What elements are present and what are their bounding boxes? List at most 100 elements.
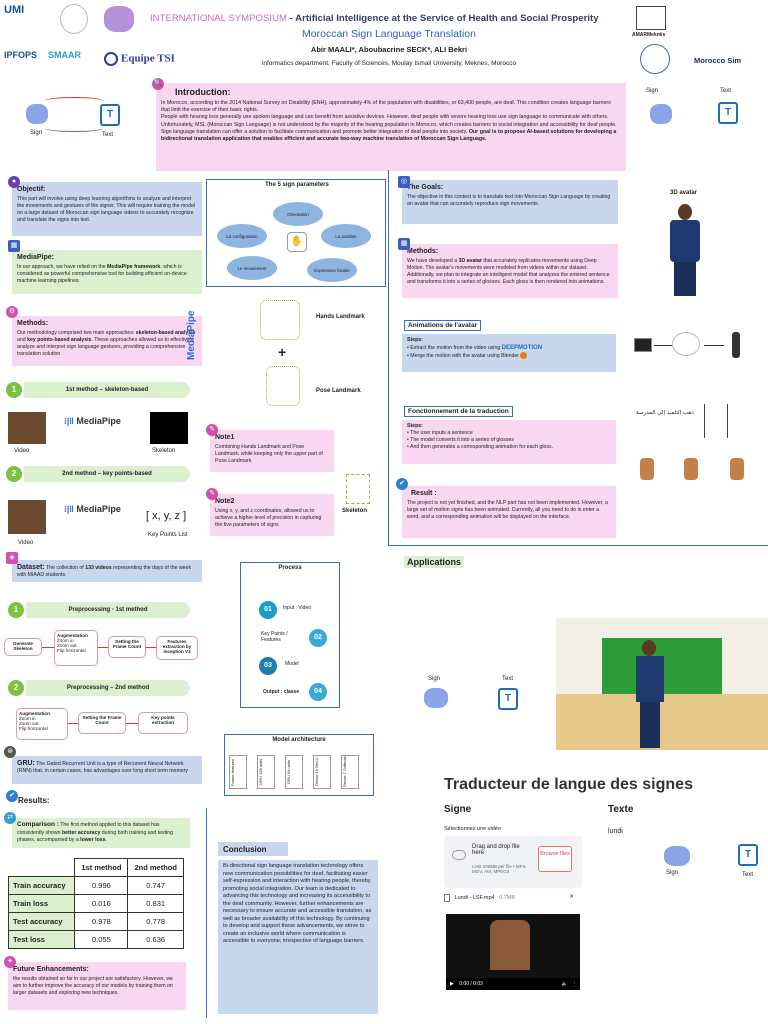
fonctionnement-step-3: • And then generates a corresponding ani… <box>407 444 554 451</box>
method2-label: 2nd method – key points-based <box>24 466 190 482</box>
text-label: Text <box>102 132 114 138</box>
sign-hand-icon-right <box>650 104 672 124</box>
preproc1-label: Preprocessing - 1st method <box>26 602 190 618</box>
preproc1-arrow-1 <box>42 647 54 648</box>
translator-col-text: Texte <box>608 804 634 815</box>
process-step-3-label: Model <box>285 661 299 667</box>
preproc1-arrow-2 <box>98 647 108 648</box>
video-player[interactable]: ▶ 0:00 / 0:03 🔈 ⋮ <box>446 914 580 990</box>
dropzone-label: Drag and drop file here <box>472 844 520 856</box>
note1-icon: ✎ <box>206 424 218 436</box>
gru-box: GRU: The Gated Recurrent Unit is a type … <box>12 756 202 784</box>
play-icon[interactable]: ▶ <box>450 981 454 987</box>
preproc1-number: 1 <box>8 602 24 618</box>
method2-video-label: Video <box>18 540 34 546</box>
arch-layer-5: Dense 7 Softmax <box>341 755 359 789</box>
results-table: 1st method 2nd method Train accuracy 0.9… <box>7 858 184 949</box>
preproc2-arrow-2 <box>126 723 138 724</box>
logo-faculty-icon <box>60 4 88 34</box>
logo-morocco-sim: Morocco Sim <box>694 56 742 65</box>
preproc2-keypoints: Key points extraction <box>138 712 188 734</box>
exchange-arrow-bottom <box>44 124 104 132</box>
sign-label: Sign <box>30 130 43 136</box>
mediapipe-logo-icon: ⁝|‖ <box>64 416 74 426</box>
gru-icon: ⊛ <box>4 746 16 758</box>
method2-video-thumb <box>8 500 46 534</box>
results-header-row: 1st method 2nd method <box>9 858 184 877</box>
translator-dropzone[interactable]: Drag and drop file here Limit 200MB per … <box>444 836 582 888</box>
mediapipe-vertical-label: MediaPipe <box>186 310 197 360</box>
applications-title: Applications <box>404 556 465 568</box>
more-options-icon[interactable]: ⋮ <box>572 981 577 987</box>
methods-left-box: Methods: Our methodology comprised two m… <box>12 316 202 366</box>
preproc1-generate: Generate Skeleton <box>4 638 42 656</box>
fonctionnement-steps-title: Steps: <box>407 423 423 429</box>
dataset-title: Dataset: <box>17 564 45 571</box>
fonctionnement-box: Steps: • The user inputs a sentence • Th… <box>402 420 616 464</box>
method1-number: 1 <box>6 382 22 398</box>
intro-p2: People with hearing loss generally use s… <box>161 114 617 128</box>
animations-step-2: • Merge the motion with the avatar using… <box>407 352 611 360</box>
video-presenter <box>490 920 530 970</box>
text-doc-icon-right: T <box>718 102 738 124</box>
logo-seal-icon <box>640 44 670 74</box>
methods-left-title: Methods: <box>17 320 49 327</box>
table-row: Test accuracy 0.978 0.778 <box>7 912 184 931</box>
conclusion-text: Bi-directional sign language translation… <box>223 863 372 945</box>
magnifier-icon: 🔍 <box>152 78 164 90</box>
note1-text: Combining Hands Landmark and Pose Landma… <box>215 444 323 465</box>
logo-smaar: SMAAR <box>48 50 81 60</box>
future-box: Future Enhancements: the results obtaine… <box>8 962 186 1010</box>
process-step-3: 03 <box>259 657 277 675</box>
arch-layer-3: GRU 64 units <box>285 755 303 789</box>
translator-sign-hand-icon <box>664 846 690 866</box>
pose-landmark-figure <box>266 366 300 406</box>
mediapipe-box: MediaPipe: In our approach, we have reli… <box>12 250 202 294</box>
method1-skeleton-label: Skeleton <box>152 448 176 454</box>
file-size: 0.7MB <box>499 895 516 902</box>
mediapipe-logo-icon-2: ⁝|‖ <box>64 504 74 514</box>
result-text: The project is not yet finished, and the… <box>407 500 608 521</box>
param-movement: Le mouvement <box>227 256 277 280</box>
table-row: Train loss 0.016 0.831 <box>7 894 184 913</box>
future-icon: ✦ <box>4 956 16 968</box>
method2-mediapipe-logo: ⁝|‖ MediaPipe <box>64 504 121 514</box>
process-step-1: 01 <box>259 601 277 619</box>
preproc1-augmentation: Augmentation Zoom in Zoom out Flip horiz… <box>54 630 98 666</box>
fonctionnement-step-1: • The user inputs a sentence <box>407 430 473 437</box>
volume-icon[interactable]: 🔈 <box>561 981 568 987</box>
note1-box: Note1 Combining Hands Landmark and Pose … <box>210 430 334 472</box>
methods-right-title: Methods: <box>407 248 439 255</box>
result-title: Result : <box>411 490 437 497</box>
upload-cloud-icon <box>452 850 466 860</box>
comparison-title: Comparison : <box>17 821 59 828</box>
goals-text: The objective in this context is to tran… <box>407 194 611 208</box>
arch-layer-1: Frame features <box>229 755 247 789</box>
app-text-label: Text <box>502 676 514 682</box>
logo-umi: UMI <box>4 4 25 16</box>
anim-avatar-small <box>732 332 740 358</box>
app-sign-label: Sign <box>428 676 441 682</box>
comparison-icon: ⇄ <box>4 812 16 824</box>
animations-box: Steps: • Extract the motion from the vid… <box>402 334 616 372</box>
method1-label: 1st method – skeleton-based <box>24 382 190 398</box>
sign-hand-icon <box>26 104 48 124</box>
preproc2-frame: Setting the Frame Count <box>78 712 126 734</box>
text-label-right: Text <box>720 88 732 94</box>
file-remove-icon[interactable]: ✕ <box>569 894 574 900</box>
conclusion-divider <box>206 808 207 1018</box>
process-title: Process <box>278 565 302 571</box>
mediapipe-text: In our approach, we have relied on the M… <box>17 264 187 285</box>
methods-right-box: Methods: We have developed a 3D avatar t… <box>402 244 618 298</box>
preproc2-number: 2 <box>8 680 24 696</box>
gloss-avatar-3 <box>730 458 744 480</box>
animations-step-1: • Extract the motion from the video usin… <box>407 345 543 352</box>
browse-files-button[interactable]: Browse files <box>538 846 572 872</box>
introduction-title: Introduction: <box>175 87 231 97</box>
result-icon: ✔ <box>396 478 408 490</box>
avatar-3d-label: 3D avatar <box>670 190 698 196</box>
objectif-text: This part will involve using deep learni… <box>17 196 196 224</box>
skeleton-figure <box>346 474 370 504</box>
app-text-doc-icon: T <box>498 688 518 710</box>
translator-app: Traducteur de langue des signes Signe Te… <box>408 762 768 1024</box>
